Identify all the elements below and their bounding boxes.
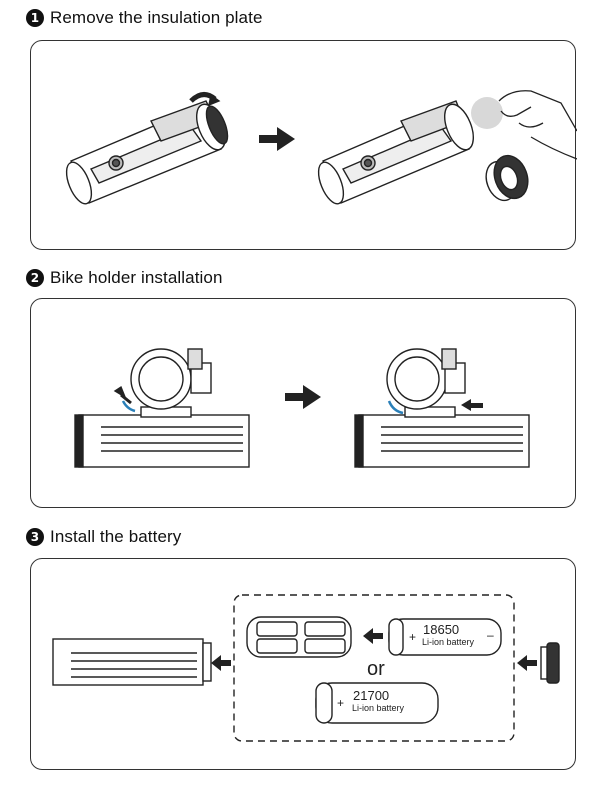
battery-sleeve-illustration	[246, 616, 352, 658]
step-1-heading: 1 Remove the insulation plate	[26, 6, 263, 30]
flashlight-without-cap-illustration	[317, 100, 475, 205]
battery-18650: + 18650 Li-ion battery –	[388, 618, 502, 656]
flashlight-with-cap-illustration	[65, 92, 229, 205]
battery-18650-plus: +	[409, 630, 416, 644]
step-1-number: 1	[26, 9, 44, 27]
battery-21700-plus: +	[337, 696, 344, 710]
step-2-heading: 2 Bike holder installation	[26, 266, 223, 290]
battery-18650-model: 18650	[423, 622, 459, 637]
light-body-open-illustration	[52, 638, 212, 686]
battery-18650-minus: –	[487, 628, 494, 642]
end-cap-illustration	[485, 154, 529, 202]
light-body-mounted-illustration	[354, 348, 530, 468]
step-3-illustration: + 18650 Li-ion battery – or + 21700 Li-i…	[52, 594, 560, 742]
step-3-heading: 3 Install the battery	[26, 525, 181, 549]
step-3-title: Install the battery	[50, 527, 182, 546]
battery-21700: + 21700 Li-ion battery	[315, 682, 439, 724]
left-arrow-icon	[211, 655, 231, 671]
step-1-title: Remove the insulation plate	[50, 8, 263, 27]
light-body-with-holder-illustration	[74, 348, 250, 468]
step-2-number: 2	[26, 269, 44, 287]
step-1-illustration	[65, 90, 577, 205]
right-arrow-icon	[259, 127, 295, 151]
step-2-illustration	[74, 348, 530, 468]
or-separator: or	[367, 658, 385, 680]
battery-options-box	[233, 594, 515, 742]
step-2-title: Bike holder installation	[50, 268, 223, 287]
end-cap-illustration	[540, 642, 560, 684]
left-arrow-icon	[517, 655, 537, 671]
step-2-panel	[30, 298, 576, 508]
battery-21700-model: 21700	[353, 688, 389, 703]
battery-21700-type: Li-ion battery	[352, 703, 405, 713]
step-1-panel	[30, 40, 577, 250]
step-3-panel: + 18650 Li-ion battery – or + 21700 Li-i…	[30, 558, 576, 770]
step-3-number: 3	[26, 528, 44, 546]
insulation-plate-and-hand-illustration	[471, 90, 577, 160]
right-arrow-icon	[285, 385, 321, 409]
left-arrow-icon	[363, 628, 383, 644]
battery-18650-type: Li-ion battery	[422, 637, 475, 647]
